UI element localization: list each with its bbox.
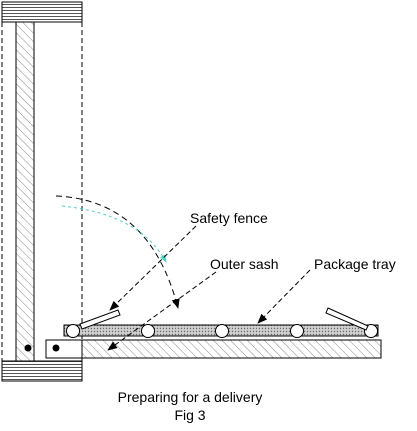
vertical-sash-pivot — [24, 344, 32, 352]
safety-fence-right-flap — [325, 307, 369, 331]
top-frame-cap — [1, 1, 83, 23]
safety-fence-left-flap — [79, 309, 121, 330]
vertical-sash — [15, 21, 35, 362]
roller — [364, 324, 378, 338]
outer-sash-pivot — [52, 344, 60, 352]
outer-sash-leader — [107, 271, 217, 351]
swing-arc-arrow — [55, 195, 180, 309]
outer-sash-label: Outer sash — [210, 256, 278, 272]
outer-sash-hinge-block — [45, 339, 83, 359]
caption-title: Preparing for a delivery — [118, 389, 263, 405]
safety-fence-label: Safety fence — [190, 210, 268, 226]
package-tray-leader — [257, 269, 311, 324]
roller — [215, 324, 229, 338]
bottom-frame-cap — [1, 360, 83, 382]
outer-sash-board — [45, 339, 382, 359]
package-tray-label: Package tray — [314, 256, 396, 272]
roller — [141, 324, 155, 338]
safety-fence-leader — [109, 225, 197, 311]
caption-figure: Fig 3 — [174, 407, 205, 423]
motion-arc — [61, 205, 167, 263]
roller — [66, 324, 80, 338]
roller — [290, 324, 304, 338]
